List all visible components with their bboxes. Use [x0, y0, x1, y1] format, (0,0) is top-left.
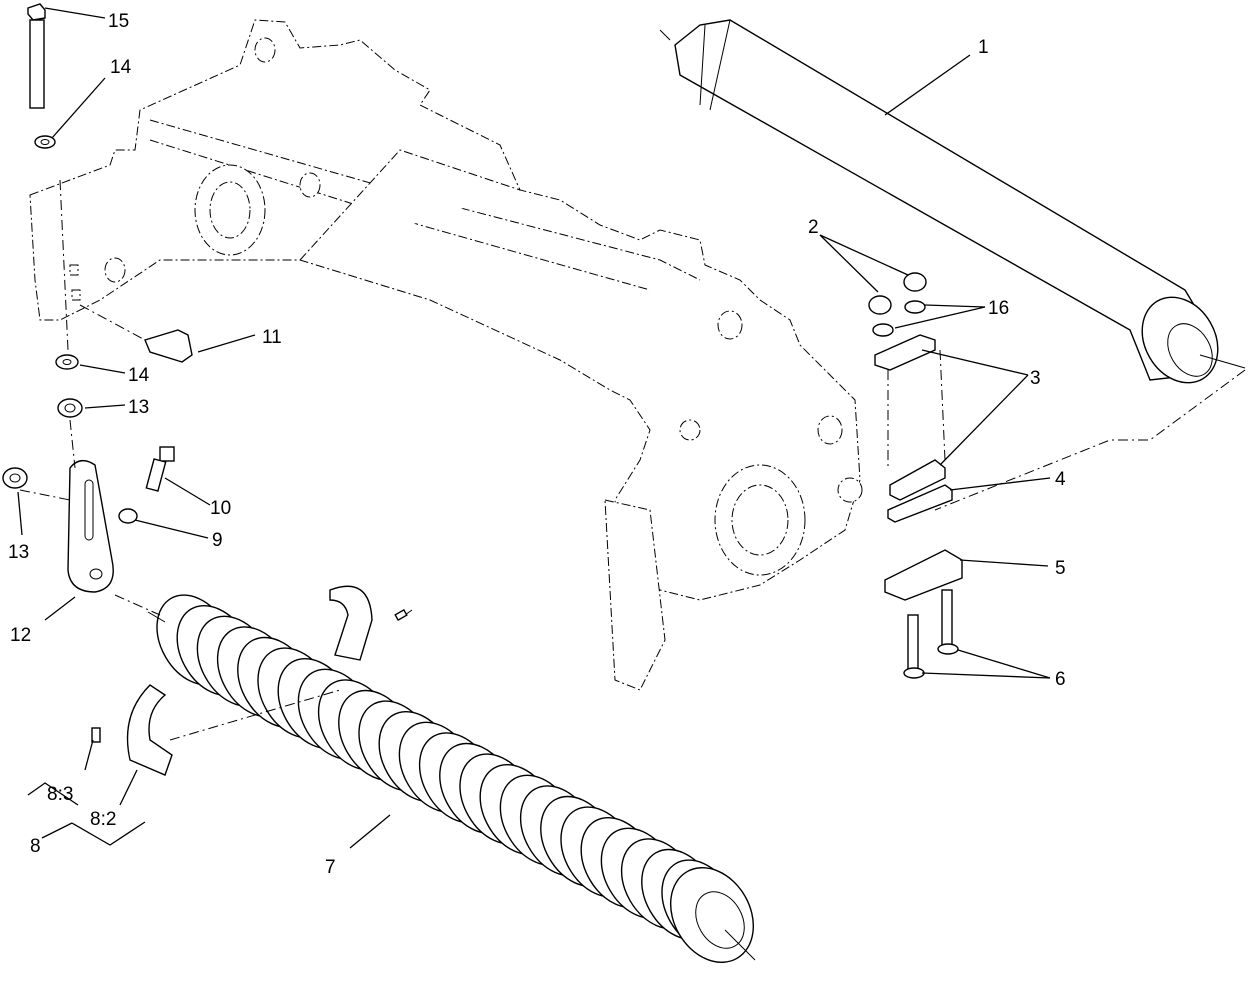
nut-9 [118, 508, 138, 524]
rear-roller-ends [147, 611, 756, 963]
callout-14-top: 14 [110, 57, 132, 78]
callout-10: 10 [210, 498, 231, 519]
callout-labels: 1 2 3 4 5 6 7 8 8:2 8:3 9 10 11 12 13 13… [8, 11, 1066, 878]
bolt-10 [145, 446, 175, 492]
callout-13-side: 13 [8, 542, 29, 563]
callout-4: 4 [1055, 469, 1066, 490]
callout-6: 6 [1055, 669, 1066, 690]
bearing-cap-lower [91, 684, 173, 776]
nut-13-lower [57, 398, 83, 418]
callout-8-2: 8:2 [90, 809, 116, 830]
scraper-screws-6 [903, 589, 959, 679]
adjuster-bolt-15 [27, 3, 46, 109]
callout-2: 2 [808, 217, 819, 238]
callout-12: 12 [10, 625, 31, 646]
cutting-unit-frame [29, 19, 863, 691]
callout-3: 3 [1030, 368, 1041, 389]
callout-7: 7 [325, 857, 336, 878]
callout-14-lower: 14 [128, 365, 150, 386]
callout-11: 11 [262, 327, 282, 348]
washer-14-top [34, 135, 56, 149]
front-roller [659, 19, 1246, 384]
scraper-mount-5 [884, 549, 963, 601]
height-bracket-12 [67, 460, 114, 593]
callout-13-lower: 13 [128, 397, 149, 418]
callout-5: 5 [1055, 558, 1066, 579]
callout-8-3: 8:3 [47, 784, 73, 805]
washer-14-lower [55, 354, 79, 370]
scraper-washers-16 [872, 300, 926, 337]
pin-11 [144, 329, 193, 363]
scraper-bracket-3-upper [874, 334, 936, 371]
callout-15: 15 [108, 11, 129, 32]
callout-1: 1 [978, 37, 989, 58]
callout-9: 9 [212, 530, 223, 551]
scraper-plate-4 [887, 484, 953, 523]
callout-16: 16 [988, 298, 1009, 319]
leader-lines [17, 7, 1051, 849]
nut-13-side [2, 467, 28, 489]
scraper-bracket-3-lower [889, 459, 946, 501]
scraper-nuts-2 [868, 272, 927, 315]
callout-8: 8 [30, 836, 41, 857]
bearing-cap-upper [329, 585, 413, 661]
